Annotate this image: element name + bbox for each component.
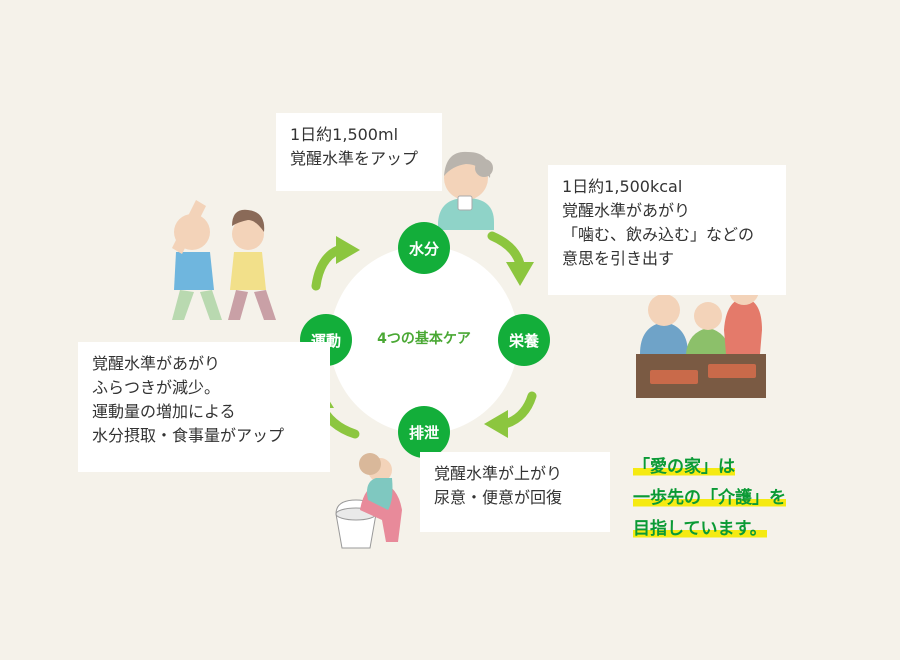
node-excretion: 排泄: [398, 406, 450, 458]
slogan-line: 目指しています。: [633, 519, 767, 539]
nutrition-note-line: 1日約1,500kcal: [562, 177, 683, 196]
water-note-line: 覚醒水準をアップ: [290, 149, 419, 168]
water-note-line: 1日約1,500ml: [290, 125, 399, 144]
caregiver-toilet-assist-icon: [335, 453, 402, 549]
slogan-line: 「愛の家」は: [633, 457, 735, 477]
exercise-note-line: 水分摂取・食事量がアップ: [92, 426, 285, 445]
center-label: 4つの基本ケア: [377, 331, 471, 347]
excretion-note-line: 覚醒水準が上がり: [434, 464, 563, 483]
nutrition-note-line: 「噛む、飲み込む」などの: [562, 225, 755, 244]
center-circle: [330, 246, 518, 434]
exercise-note-line: ふらつきが減少。: [92, 378, 221, 397]
exercise-note-box: 覚醒水準があがり ふらつきが減少。 運動量の増加による 水分摂取・食事量がアップ: [78, 342, 330, 472]
exercise-note-line: 運動量の増加による: [92, 402, 236, 421]
excretion-note-box: 覚醒水準が上がり 尿意・便意が回復: [420, 452, 610, 532]
nutrition-note-line: 意思を引き出す: [562, 249, 675, 268]
arrow-nutrition-to-excretion: [500, 391, 537, 429]
arrowhead-1: [506, 262, 534, 286]
node-nutrition: 栄養: [498, 314, 550, 366]
nutrition-note-box: 1日約1,500kcal 覚醒水準があがり 「噛む、飲み込む」などの 意思を引き…: [548, 165, 786, 295]
caregiver-serving-meal-icon: [636, 274, 766, 398]
arrowhead-4: [336, 236, 360, 264]
elderly-woman-drinking-icon: [438, 151, 494, 230]
nutrition-note-line: 覚醒水準があがり: [562, 201, 691, 220]
water-note-box: 1日約1,500ml 覚醒水準をアップ: [276, 113, 442, 191]
excretion-note-line: 尿意・便意が回復: [434, 488, 563, 507]
slogan-line: 一歩先の「介護」を: [633, 488, 786, 508]
slogan: 「愛の家」は 一歩先の「介護」を 目指しています。: [633, 452, 786, 545]
elderly-couple-exercising-icon: [172, 200, 276, 320]
arrowhead-2: [484, 410, 508, 438]
exercise-note-line: 覚醒水準があがり: [92, 354, 221, 373]
arrow-water-to-nutrition: [487, 231, 525, 269]
arrow-exercise-to-water: [311, 245, 343, 291]
node-water: 水分: [398, 222, 450, 274]
